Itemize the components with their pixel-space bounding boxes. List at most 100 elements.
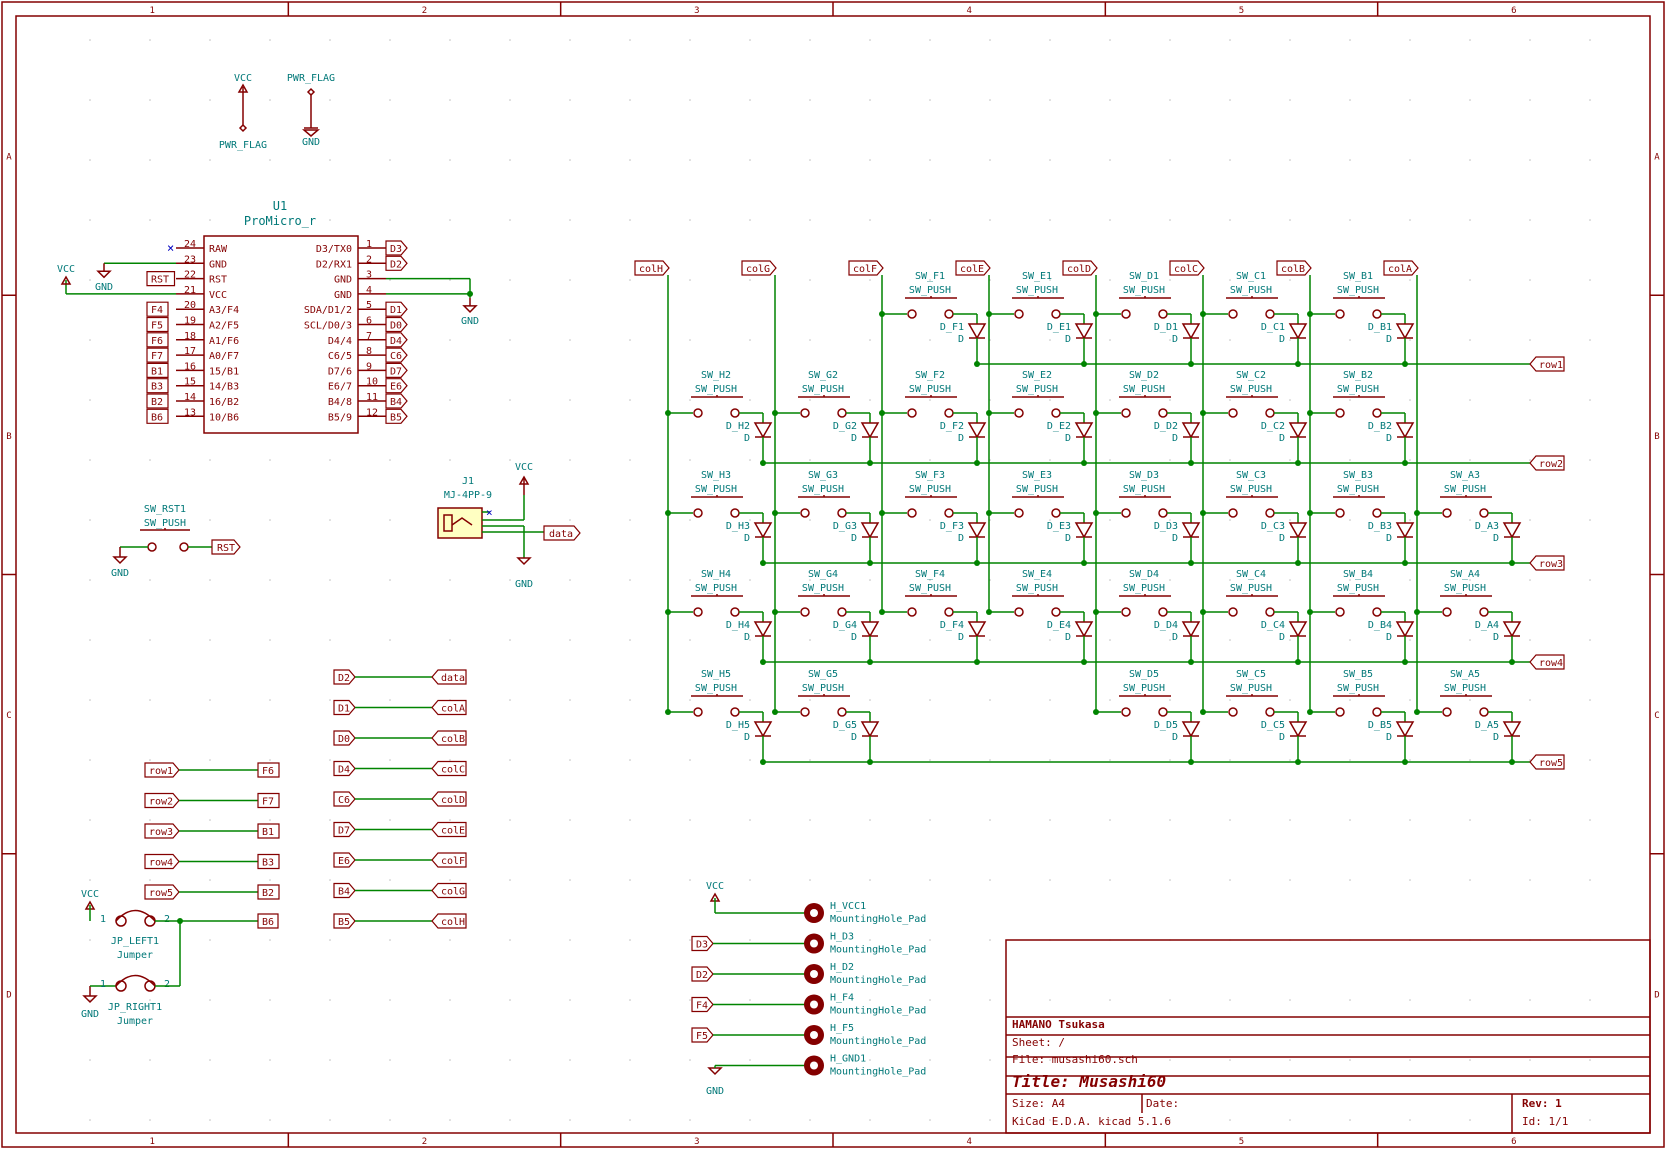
pin-name: GND [334,275,352,286]
diode-ref: D_E3 [1047,521,1071,532]
net-label-row4: row4 [149,858,173,869]
hole-ref: H_D2 [830,962,854,973]
col-label-colA: colA [1388,264,1412,275]
diode-symbol [1288,621,1308,638]
switch-value: SW_PUSH [802,384,844,395]
switch-value: SW_PUSH [1444,683,1486,694]
sheet-title: Title: Musashi60 [1012,1072,1166,1091]
switch-contact [907,408,917,418]
switch-value: SW_PUSH [909,384,951,395]
diode-symbol [860,721,880,738]
net-label-C6: C6 [338,795,350,806]
switch-value: SW_PUSH [909,285,951,296]
switch-ref: SW_B1 [1343,271,1373,282]
switch-value: SW_PUSH [1337,285,1379,296]
pin-number: 24 [184,239,196,250]
diode-symbol [1502,721,1522,738]
hole-net-label: F4 [696,1001,708,1012]
jp-right-value: Jumper [117,1016,153,1027]
diode-ref: D_B4 [1368,620,1392,631]
diode-ref: D_D1 [1154,322,1178,333]
diode-value: D [851,433,857,444]
diode-ref: D_A4 [1475,620,1499,631]
net-label-row5: row5 [149,888,173,899]
switch-contact [1372,408,1382,418]
pin-name: A0/F7 [209,351,239,362]
pin-net-label: D0 [390,321,402,332]
diode-symbol [1395,721,1415,738]
diode-ref: D_F3 [940,521,964,532]
switch-contact [1479,508,1489,518]
hole-ref: H_F4 [830,993,854,1004]
net-label-F7-box [257,792,280,809]
switch-value: SW_PUSH [695,683,737,694]
diode-symbol [1181,721,1201,738]
switch-contact [1121,309,1131,319]
diode-value: D [1172,632,1178,643]
net-label-E6-box [333,852,356,868]
switch-contact [1014,408,1024,418]
diode-symbol [1288,522,1308,539]
diode-ref: D_C4 [1261,620,1285,631]
pin-name: A2/F5 [209,321,239,332]
diode-symbol [860,522,880,539]
diode-value: D [1493,632,1499,643]
diode-value: D [851,533,857,544]
switch-ref: SW_B5 [1343,669,1373,680]
net-label-D2: D2 [338,673,350,684]
switch-contact [1121,508,1131,518]
diode-ref: D_B3 [1368,521,1392,532]
diode-value: D [744,433,750,444]
net-label-B2: B2 [262,888,274,899]
switch-contact [1228,408,1238,418]
row-label-row2-box [1529,455,1565,471]
col-label-colC: colC [1174,264,1198,275]
jp-left-value: Jumper [117,950,153,961]
switch-contact [837,707,847,717]
diode-symbol [967,323,987,340]
switch-value: SW_PUSH [1444,484,1486,495]
frame-row-ref-left: A [6,153,12,163]
diode-ref: D_G5 [833,720,857,731]
switch-contact [1228,309,1238,319]
switch-contact [1051,408,1061,418]
switch-contact [800,508,810,518]
pin-net-label: B3 [151,382,163,393]
rst-switch-ref: SW_RST1 [144,504,186,515]
diode-value: D [958,632,964,643]
gnd-label: GND [706,1086,724,1097]
diode-ref: D_E2 [1047,421,1071,432]
pin-net-label: F6 [151,336,163,347]
net-label-B5-box [333,913,356,929]
diode-ref: D_G3 [833,521,857,532]
jumpers: VCC 1 2 JP_LEFT1 Jumper B6 GND 1 2 JP_RI… [81,889,279,1027]
net-label-B1-box [257,823,280,839]
gnd-label: GND [302,137,320,148]
pin-number: 23 [184,254,196,265]
switch-contact [1442,607,1452,617]
switch-ref: SW_A3 [1450,470,1480,481]
switch-ref: SW_H5 [701,669,731,680]
pin-name: D4/4 [328,336,352,347]
switch-ref: SW_E4 [1022,569,1052,580]
switch-ref: SW_C3 [1236,470,1266,481]
pin-name: GND [209,259,227,270]
pin-net-label: D4 [390,336,402,347]
switch-contact [1158,309,1168,319]
pin-number: 16 [184,361,196,372]
pin-net-label: B4 [390,397,402,408]
frame-col-ref-top: 5 [1239,6,1244,16]
net-label-D4-box [333,760,356,777]
vcc-label: VCC [234,73,252,84]
jp-right-ref: JP_RIGHT1 [108,1002,162,1013]
pin-net-label: C6 [390,351,402,362]
